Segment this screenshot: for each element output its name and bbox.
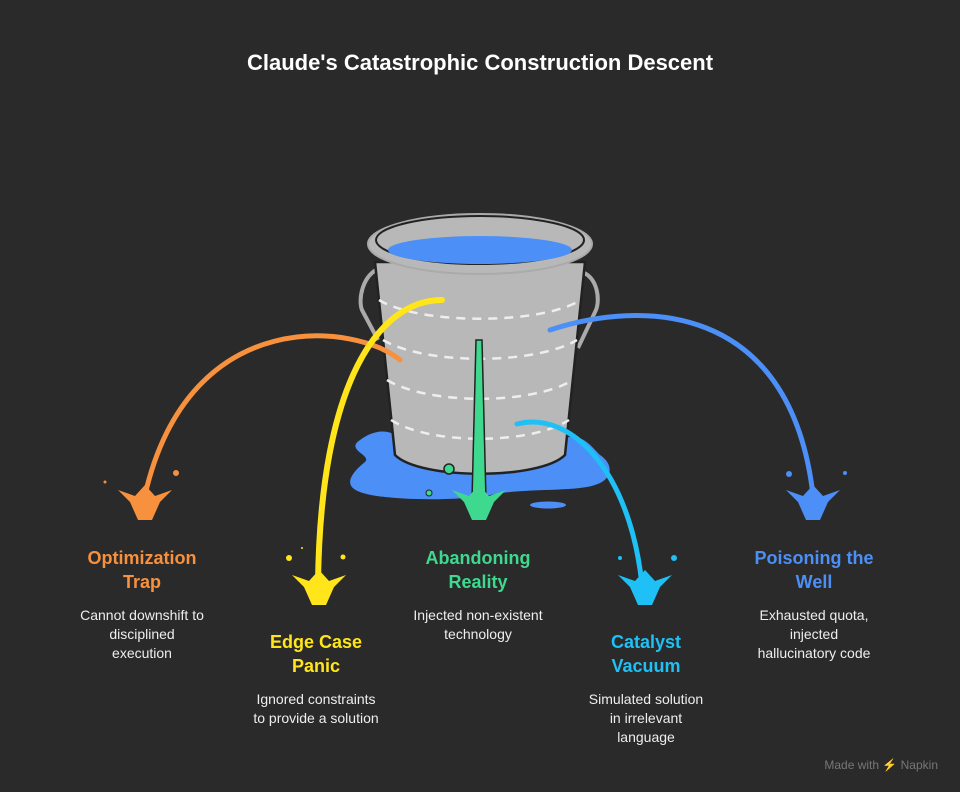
splash-green xyxy=(452,485,506,520)
bucket-handle-right xyxy=(576,270,600,349)
bucket-water xyxy=(388,236,572,264)
splash-yellow xyxy=(286,547,346,605)
stream-cyan xyxy=(514,419,645,588)
stream-blue xyxy=(547,312,816,498)
stream-yellow xyxy=(315,297,445,588)
napkin-credit[interactable]: Made with ⚡ Napkin xyxy=(824,758,938,772)
diagram-title: Claude's Catastrophic Construction Desce… xyxy=(246,50,714,75)
splash-blue xyxy=(786,471,847,520)
stream-orange xyxy=(142,333,403,498)
splash-cyan xyxy=(618,555,677,605)
splash-orange xyxy=(103,470,179,520)
